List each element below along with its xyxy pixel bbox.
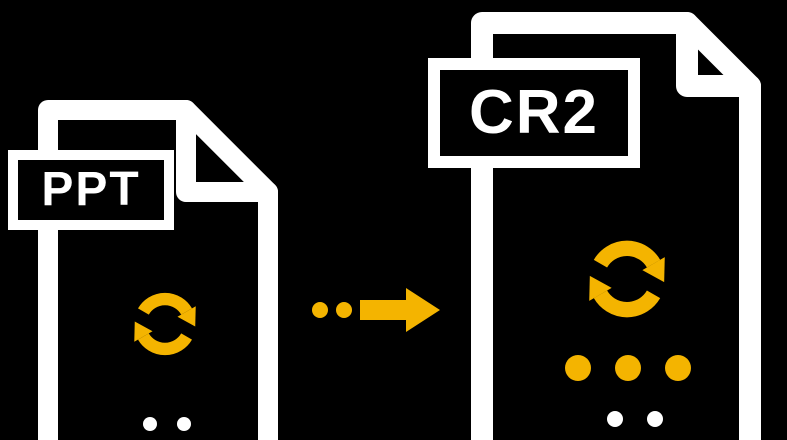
ellipsis-dot-icon bbox=[336, 302, 352, 318]
target-document-dot bbox=[647, 411, 663, 427]
target-file-label: CR2 bbox=[428, 58, 640, 168]
target-sync-icon bbox=[589, 240, 665, 318]
target-document-fold-corner bbox=[676, 12, 761, 97]
target-file-label-text: CR2 bbox=[468, 78, 600, 147]
target-document-dot bbox=[607, 411, 623, 427]
source-file-label: PPT bbox=[8, 150, 174, 230]
ellipsis-dot-icon bbox=[312, 302, 328, 318]
conversion-arrow bbox=[312, 288, 440, 332]
source-file-label-text: PPT bbox=[41, 163, 141, 216]
source-document bbox=[38, 100, 278, 440]
source-sync-icon bbox=[134, 292, 196, 356]
arrow-right-icon bbox=[360, 300, 406, 320]
source-document-dot bbox=[143, 417, 157, 431]
arrow-right-head-icon bbox=[406, 288, 440, 332]
source-document-dot bbox=[177, 417, 191, 431]
source-document-fold-corner bbox=[176, 100, 278, 202]
ellipsis-dots-icon bbox=[565, 355, 691, 381]
